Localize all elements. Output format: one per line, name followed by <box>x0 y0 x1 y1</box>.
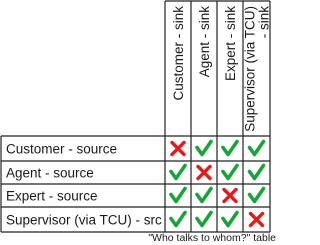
checkmark-icon <box>195 139 213 157</box>
checkmark-icon <box>247 139 266 157</box>
column-header-4: Supervisor (via TCU) <box>243 6 258 132</box>
checkmark-icon <box>247 186 266 204</box>
cross-icon <box>170 140 186 157</box>
cross-stroke <box>170 140 186 157</box>
checkmark-icon <box>247 163 266 181</box>
row-label: Customer - source <box>6 142 117 157</box>
checkmark-icon <box>169 163 187 181</box>
checkmark-icon <box>195 210 213 228</box>
row-label: Expert - source <box>6 189 98 204</box>
checkmark-icon <box>195 186 213 204</box>
cross-icon <box>196 164 212 181</box>
checkmark-icon <box>221 163 239 181</box>
column-header-3: Expert - sink <box>223 6 238 81</box>
cross-stroke <box>222 187 238 204</box>
checkmark-icon <box>169 210 187 228</box>
column-header-4: - sink <box>257 6 272 39</box>
checkmark-icon <box>221 139 239 157</box>
column-header-2: Agent - sink <box>197 6 212 78</box>
row-label: Agent - source <box>6 166 94 181</box>
checkmark-icon <box>169 186 187 204</box>
cross-icon <box>222 187 238 204</box>
cross-stroke <box>248 211 265 228</box>
checkmark-icon <box>221 210 239 228</box>
row-label: Supervisor (via TCU) - src <box>6 213 162 228</box>
who-talks-to-whom-table: Customer - sink Agent - sink Expert - sink… <box>0 0 272 233</box>
cross-stroke <box>196 164 212 181</box>
column-header-1: Customer - sink <box>171 6 186 101</box>
table-caption: "Who talks to whom?" table <box>148 232 276 244</box>
cross-icon <box>248 211 265 228</box>
